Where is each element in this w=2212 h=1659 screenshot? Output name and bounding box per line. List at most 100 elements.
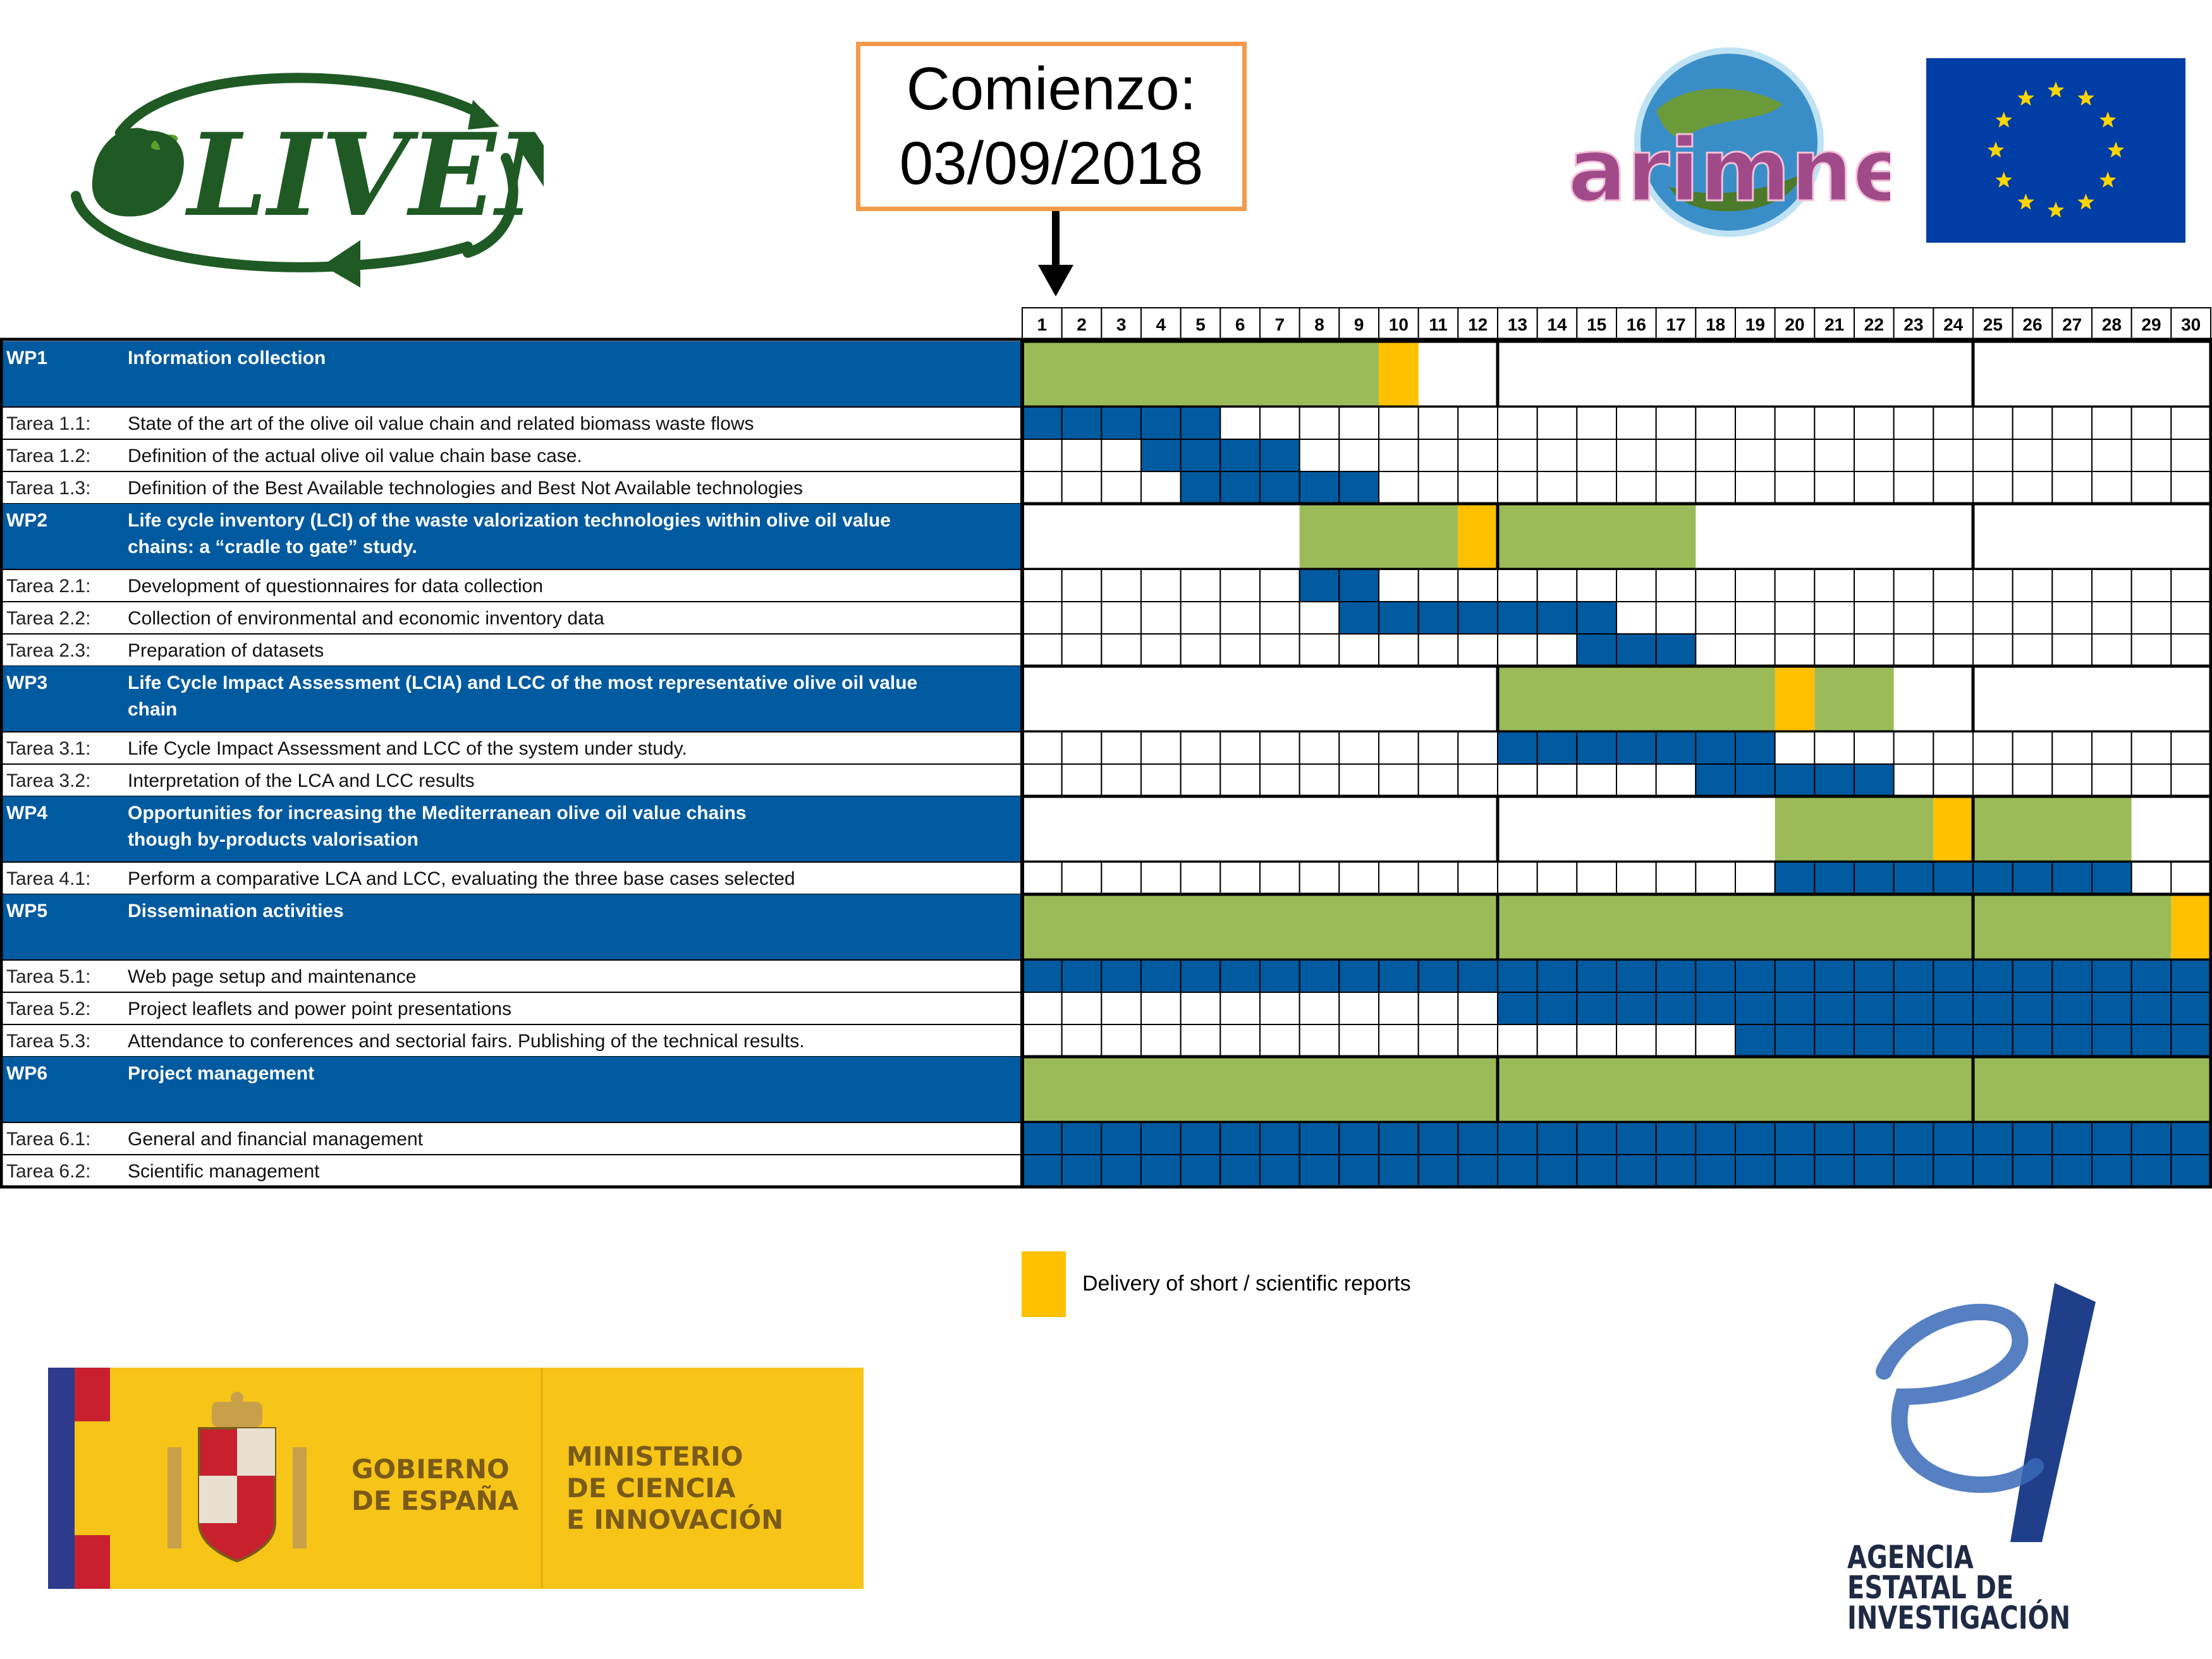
task-active-cell bbox=[1497, 1122, 1538, 1155]
task-empty-cell bbox=[1972, 569, 2013, 602]
task-empty-cell bbox=[1180, 763, 1221, 797]
task-empty-cell bbox=[1814, 731, 1855, 765]
task-active-cell bbox=[1854, 763, 1895, 797]
task-empty-cell bbox=[1655, 1024, 1697, 1057]
task-empty-cell bbox=[1101, 471, 1142, 504]
task-active-cell bbox=[1061, 1122, 1103, 1155]
task-empty-cell bbox=[2170, 569, 2211, 602]
task-active-cell bbox=[1655, 1154, 1697, 1188]
task-empty-cell bbox=[1497, 439, 1538, 472]
task-empty-cell bbox=[1338, 1024, 1379, 1057]
task-empty-cell bbox=[1417, 1024, 1459, 1057]
task-active-cell bbox=[2012, 1024, 2053, 1057]
task-empty-cell bbox=[1576, 763, 1617, 797]
task-active-cell bbox=[1933, 1154, 1974, 1188]
task-empty-cell bbox=[1854, 569, 1895, 602]
task-empty-cell bbox=[1536, 406, 1578, 440]
task-empty-cell bbox=[1576, 569, 1617, 602]
gobierno-line1: GOBIERNO bbox=[351, 1454, 510, 1485]
task-empty-cell bbox=[1417, 439, 1459, 472]
task-empty-cell bbox=[1259, 992, 1300, 1025]
task-active-cell bbox=[1616, 992, 1657, 1025]
task-active-cell bbox=[2091, 861, 2132, 895]
task-empty-cell bbox=[1893, 569, 1934, 602]
flag-stripe-red-top bbox=[75, 1368, 110, 1421]
task-active-cell bbox=[1774, 1154, 1816, 1188]
task-empty-cell bbox=[1140, 471, 1182, 504]
gobierno-banner bbox=[48, 1368, 864, 1589]
task-empty-cell bbox=[1259, 569, 1300, 602]
task-empty-cell bbox=[1338, 633, 1379, 667]
wp-id: WP3 bbox=[6, 672, 47, 693]
task-active-cell bbox=[2091, 1024, 2132, 1057]
task-empty-cell bbox=[1259, 731, 1300, 765]
task-active-cell bbox=[1972, 861, 2013, 895]
task-empty-cell bbox=[1219, 731, 1261, 765]
task-active-cell bbox=[1022, 406, 1063, 440]
task-empty-cell bbox=[1298, 861, 1340, 895]
month-header-cell bbox=[2012, 307, 2053, 340]
task-empty-cell bbox=[1061, 471, 1103, 504]
task-empty-cell bbox=[1180, 731, 1221, 765]
month-header-cell bbox=[2091, 307, 2132, 340]
task-empty-cell bbox=[1259, 406, 1300, 440]
task-empty-cell bbox=[1893, 601, 1934, 635]
aei-line3: INVESTIGACIÓN bbox=[1847, 1600, 2071, 1636]
task-empty-cell bbox=[1457, 633, 1498, 667]
task-label-row bbox=[0, 731, 1023, 765]
task-active-cell bbox=[1576, 959, 1617, 993]
task-name: State of the art of the olive oil value … bbox=[128, 413, 754, 434]
task-active-cell bbox=[1536, 1122, 1578, 1155]
task-active-cell bbox=[1101, 959, 1142, 993]
task-empty-cell bbox=[1140, 992, 1182, 1025]
task-empty-cell bbox=[1536, 633, 1578, 667]
task-id: Tarea 2.2: bbox=[6, 608, 90, 629]
task-active-cell bbox=[1219, 471, 1261, 504]
task-empty-cell bbox=[1893, 633, 1934, 667]
task-active-cell bbox=[2051, 992, 2093, 1025]
month-header-cell bbox=[1061, 307, 1103, 340]
task-empty-cell bbox=[2130, 406, 2172, 440]
task-empty-cell bbox=[1536, 1024, 1578, 1057]
task-active-cell bbox=[2091, 959, 2132, 993]
task-empty-cell bbox=[1219, 1024, 1261, 1057]
task-active-cell bbox=[2051, 1024, 2093, 1057]
wp-duration-bar bbox=[1775, 796, 1934, 862]
wp-header-row bbox=[0, 796, 1022, 862]
wp-duration-bar bbox=[1299, 504, 1458, 569]
month-header-label: 7 bbox=[1275, 315, 1285, 334]
task-id: Tarea 3.2: bbox=[6, 770, 90, 791]
month-header-label: 17 bbox=[1666, 315, 1685, 334]
wp-title: Information collection bbox=[128, 348, 326, 368]
task-active-cell bbox=[1378, 1122, 1419, 1155]
task-empty-cell bbox=[2170, 633, 2211, 667]
task-active-cell bbox=[1893, 959, 1934, 993]
month-header-cell bbox=[1378, 307, 1419, 340]
ministerio-line3: E INNOVACIÓN bbox=[566, 1504, 784, 1535]
task-empty-cell bbox=[1774, 439, 1816, 472]
task-label-row bbox=[0, 959, 1023, 993]
task-active-cell bbox=[1854, 959, 1895, 993]
task-active-cell bbox=[1655, 633, 1697, 667]
task-empty-cell bbox=[1695, 601, 1736, 635]
task-active-cell bbox=[2130, 1122, 2172, 1155]
task-active-cell bbox=[1854, 1154, 1895, 1188]
task-active-cell bbox=[1854, 1024, 1895, 1057]
task-name: General and financial management bbox=[128, 1129, 424, 1150]
task-active-cell bbox=[1180, 1154, 1221, 1188]
eu-star-icon bbox=[2077, 193, 2094, 210]
month-header-label: 18 bbox=[1706, 315, 1725, 334]
task-empty-cell bbox=[1022, 633, 1063, 667]
task-empty-cell bbox=[1735, 406, 1776, 440]
task-empty-cell bbox=[1298, 763, 1340, 797]
task-id: Tarea 2.1: bbox=[6, 576, 90, 597]
task-empty-cell bbox=[1061, 1024, 1103, 1057]
task-empty-cell bbox=[2012, 439, 2053, 472]
task-active-cell bbox=[1695, 1122, 1736, 1155]
task-active-cell bbox=[2051, 1154, 2093, 1188]
legend-delivery-label: Delivery of short / scientific reports bbox=[1082, 1272, 1411, 1296]
task-empty-cell bbox=[1219, 992, 1261, 1025]
month-header-label: 6 bbox=[1235, 315, 1245, 334]
task-active-cell bbox=[1180, 471, 1221, 504]
task-active-cell bbox=[1576, 601, 1617, 635]
